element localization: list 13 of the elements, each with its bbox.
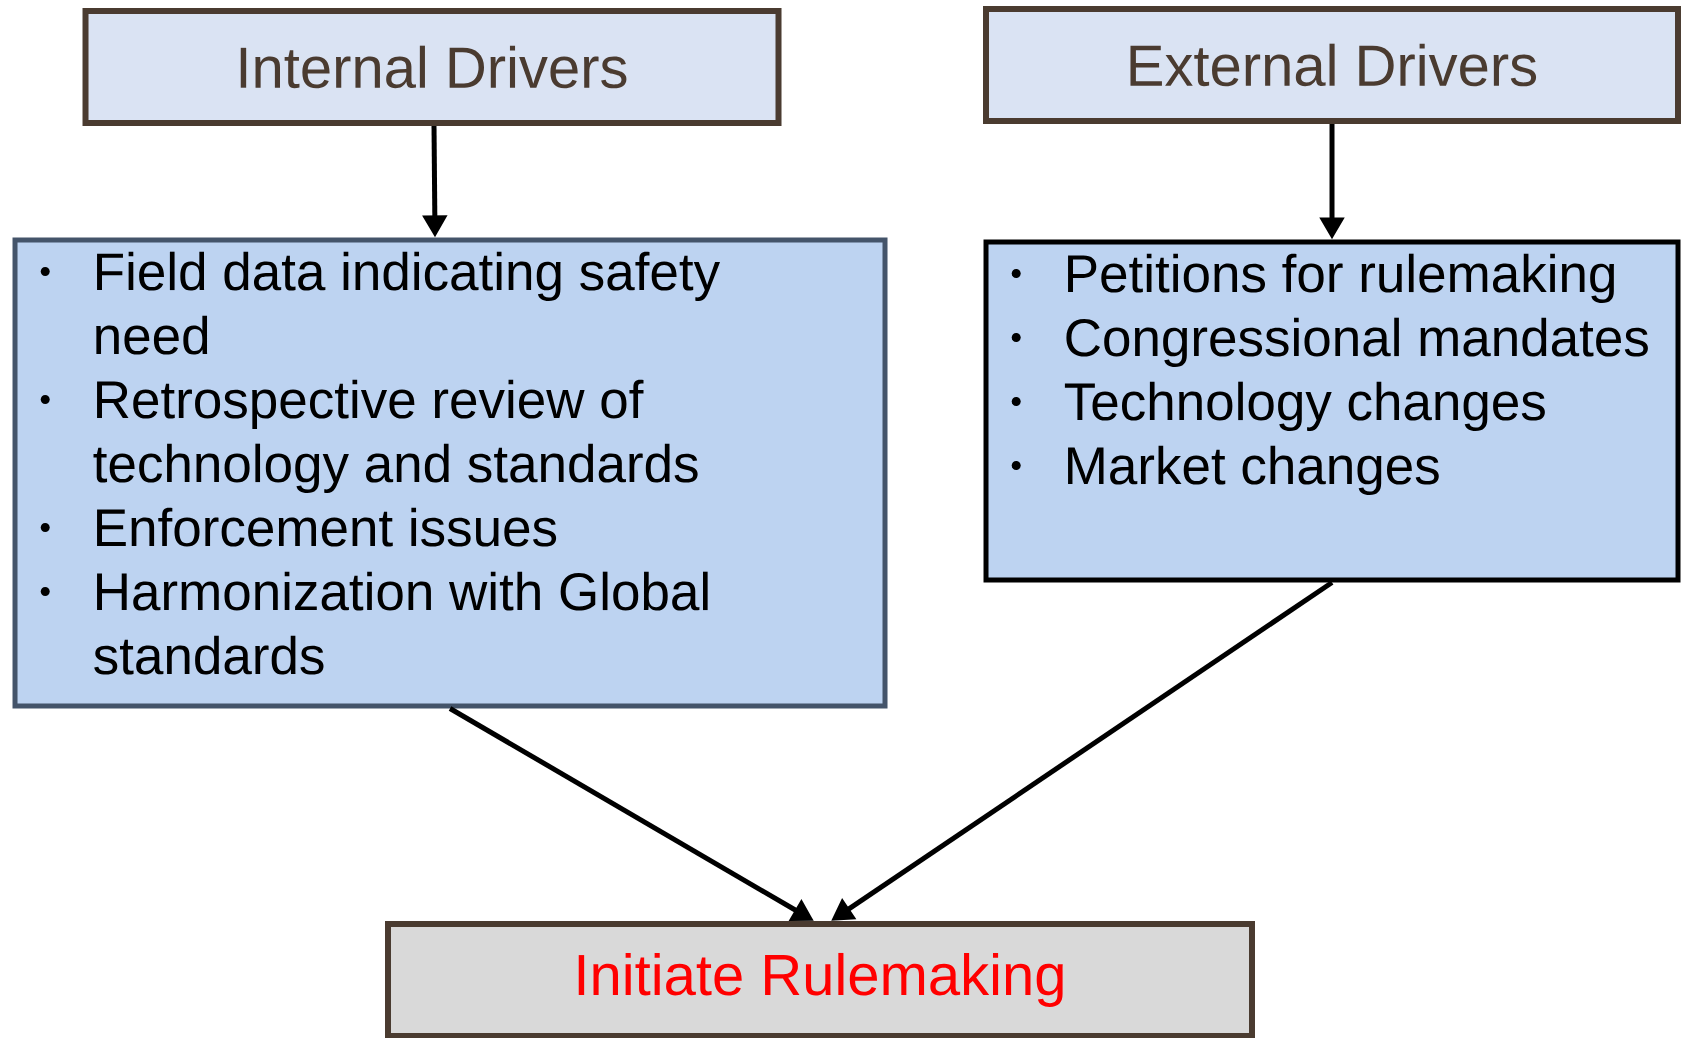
heading-box: External Drivers	[983, 6, 1681, 124]
list-item: Market changes	[1011, 445, 1439, 496]
list-item: Enforcement issues	[40, 507, 557, 547]
list-item: Field data indicating safety need	[40, 251, 720, 355]
list-item: Retrospective review of technology and standards	[40, 379, 698, 494]
list-box	[12, 237, 888, 709]
list-item: Harmonization with Global standards	[40, 571, 708, 675]
heading-box: Internal Drivers	[82, 8, 782, 126]
list-item: Technology changes	[1011, 381, 1545, 432]
list-box	[983, 239, 1681, 583]
list-item: Petitions for rulemaking	[1011, 253, 1614, 304]
list-item: Congressional mandates	[1011, 317, 1648, 368]
goal-box: Initiate Rulemaking	[385, 921, 1255, 1038]
